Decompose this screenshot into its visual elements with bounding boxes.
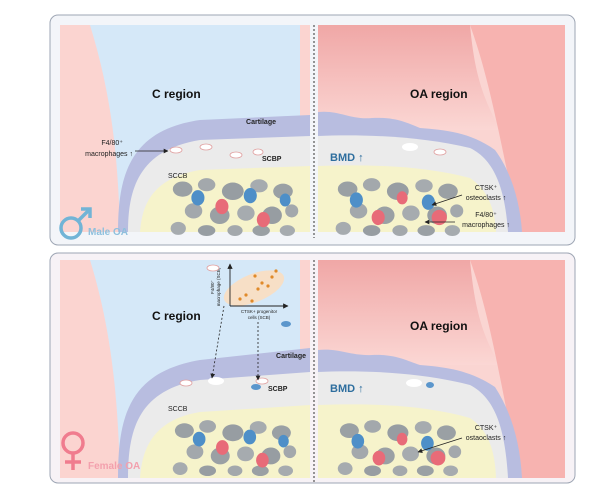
male-scbp-label: SCBP: [262, 156, 282, 163]
svg-text:F4/80⁺: F4/80⁺: [475, 212, 497, 219]
female-panel: F4/80⁺ macrophage (SCB) CTSK+ progenitor…: [49, 252, 576, 484]
svg-text:osteoclasts ↑: osteoclasts ↑: [466, 195, 506, 202]
svg-text:F4/80⁺: F4/80⁺: [210, 279, 215, 294]
male-left-region: C region: [152, 87, 201, 101]
svg-text:F4/80⁺: F4/80⁺: [101, 140, 123, 147]
svg-text:ostaoclasts ↑: ostaoclasts ↑: [466, 435, 506, 442]
svg-text:CTSK+ progenitor: CTSK+ progenitor: [241, 309, 278, 314]
male-right-region: OA region: [410, 87, 468, 101]
female-left-region: C region: [152, 309, 201, 323]
svg-text:CTSK⁺: CTSK⁺: [475, 425, 498, 432]
male-symbol-icon: [59, 207, 92, 240]
svg-text:cells (SCB): cells (SCB): [248, 315, 271, 320]
female-oa-label: Female OA: [88, 461, 140, 472]
female-scbp-label: SCBP: [268, 386, 288, 393]
female-right-region: OA region: [410, 319, 468, 333]
svg-text:macrophage (SCB): macrophage (SCB): [216, 267, 221, 306]
male-panel: C region OA region Cartilage SCBP SCCB B…: [49, 14, 576, 246]
female-cartilage-label: Cartilage: [276, 353, 306, 360]
male-macrophage-annotation: F4/80⁺ macrophages ↑: [85, 140, 169, 158]
svg-text:macrophages ↑: macrophages ↑: [462, 222, 510, 229]
male-bmd-label: BMD ↑: [330, 152, 364, 164]
female-sccb-label: SCCB: [168, 406, 188, 413]
male-osteoclast-annotation: CTSK⁺ osteoclasts ↑: [431, 185, 506, 206]
correlation-inset: F4/80⁺ macrophage (SCB) CTSK+ progenitor…: [206, 263, 291, 381]
svg-text:CTSK⁺: CTSK⁺: [475, 185, 498, 192]
female-symbol-icon: [61, 431, 85, 470]
male-sccb-label: SCCB: [168, 173, 188, 180]
female-osteoclast-annotation: CTSK⁺ ostaoclasts ↑: [417, 425, 506, 453]
male-right-macrophage-annotation: F4/80⁺ macrophages ↑: [424, 212, 510, 229]
svg-text:macrophages ↑: macrophages ↑: [85, 151, 133, 158]
male-cartilage-label: Cartilage: [246, 119, 276, 126]
male-oa-label: Male OA: [88, 227, 128, 238]
female-bmd-label: BMD ↑: [330, 383, 364, 395]
